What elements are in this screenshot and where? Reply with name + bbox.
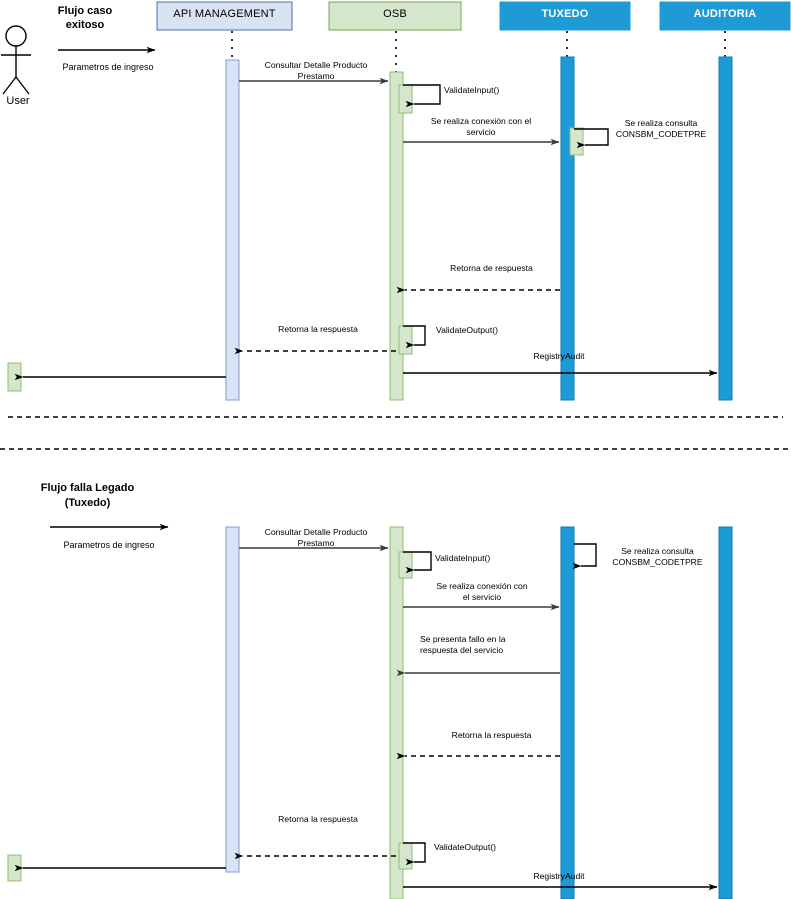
message-label-m1: Consultar Detalle Producto Prestamo bbox=[248, 60, 384, 82]
nested-activation-osb-validateoutput-flow1 bbox=[398, 325, 413, 355]
message-label-n3-line1: Se realiza consulta bbox=[621, 546, 694, 556]
message-arrow-m4-self bbox=[574, 128, 609, 149]
message-label-n6: Retorna la respuesta bbox=[451, 730, 532, 740]
flow-title-falla: Flujo falla Legado (Tuxedo) bbox=[30, 481, 145, 511]
actor-stick-figure bbox=[1, 25, 31, 95]
message-label-m8: RegistryAudit bbox=[533, 351, 585, 361]
message-label-n2: ValidateInput() bbox=[435, 553, 491, 563]
message-label-n5-line2: respuesta del servicio bbox=[420, 645, 504, 655]
message-label-n3-line2: CONSBM_CODETPRE bbox=[612, 557, 703, 567]
lifeline-header-api[interactable] bbox=[156, 1, 293, 31]
lifeline-label-api: API MANAGEMENT bbox=[173, 8, 276, 20]
nested-activation-osb-validateinput-flow1 bbox=[398, 84, 413, 114]
lifeline-label-auditoria: AUDITORIA bbox=[693, 8, 757, 20]
actor-label-user: User bbox=[6, 95, 30, 107]
message-label-n4-line1: Se realiza conexión con bbox=[436, 581, 528, 591]
message-label-n4: Se realiza conexión con el servicio bbox=[412, 581, 552, 603]
message-label-n3: Se realiza consulta CONSBM_CODETPRE bbox=[600, 546, 715, 568]
activation-bar-api-flow2 bbox=[225, 526, 240, 873]
lifeline-label-tuxedo: TUXEDO bbox=[541, 8, 589, 20]
activation-bar-auditoria-flow2 bbox=[718, 526, 733, 899]
message-label-n5: Se presenta fallo en la respuesta del se… bbox=[420, 634, 506, 656]
message-label-n4-line2: el servicio bbox=[462, 592, 502, 602]
message-label-n7: Retorna la respuesta bbox=[278, 814, 358, 824]
message-arrow-n8-self bbox=[403, 842, 426, 866]
nested-activation-osb-validateinput-flow2 bbox=[398, 551, 413, 579]
message-label-m4: Se realiza consulta CONSBM_CODETPRE bbox=[606, 118, 716, 140]
message-arrow-n2-self bbox=[403, 551, 432, 574]
lifeline-header-tuxedo[interactable] bbox=[499, 1, 631, 31]
entry-label-flow1: Parametros de ingreso bbox=[62, 62, 154, 72]
nested-activation-osb-validateoutput-flow2 bbox=[398, 842, 413, 870]
flow-title-exitoso: Flujo caso exitoso bbox=[30, 4, 140, 32]
activation-user-return-flow1 bbox=[7, 362, 22, 392]
message-label-n1: Consultar Detalle Producto Prestamo bbox=[248, 527, 384, 549]
message-label-m6: ValidateOutput() bbox=[436, 325, 498, 335]
activation-bar-tuxedo-flow1 bbox=[560, 56, 575, 401]
message-arrow-m2-self bbox=[403, 84, 441, 108]
message-arrow-n3-self bbox=[572, 543, 597, 570]
activation-bar-auditoria-flow1 bbox=[718, 56, 733, 401]
message-label-m3: Se realiza conexión con el servicio bbox=[404, 116, 558, 138]
message-label-m7: Retorna la respuesta bbox=[278, 324, 358, 334]
message-label-m1-line2: Prestamo bbox=[297, 71, 335, 81]
message-label-m4-line1: Se realiza consulta bbox=[624, 118, 698, 128]
flow-title-exitoso-line1: Flujo caso bbox=[57, 5, 113, 17]
activation-bar-osb-flow2 bbox=[389, 526, 404, 899]
activation-bar-tuxedo-flow2 bbox=[560, 526, 575, 899]
flow-title-exitoso-line2: exitoso bbox=[65, 19, 105, 31]
lifeline-header-osb[interactable] bbox=[328, 1, 462, 31]
nested-activation-tuxedo-consulta-flow1 bbox=[569, 127, 584, 156]
activation-bar-api-flow1 bbox=[225, 59, 240, 401]
message-label-n5-line1: Se presenta fallo en la bbox=[420, 634, 506, 644]
message-label-n9: RegistryAudit bbox=[533, 871, 585, 881]
lifeline-header-auditoria[interactable] bbox=[659, 1, 791, 31]
message-label-m1-line1: Consultar Detalle Producto bbox=[264, 60, 368, 70]
flow-title-falla-line1: Flujo falla Legado bbox=[40, 482, 135, 494]
message-label-m4-line2: CONSBM_CODETPRE bbox=[615, 129, 707, 139]
message-label-m3-line1: Se realiza conexión con el bbox=[430, 116, 532, 126]
message-label-m5: Retorna de respuesta bbox=[450, 263, 533, 273]
message-label-m3-line2: servicio bbox=[466, 127, 496, 137]
entry-label-flow2: Parametros de ingreso bbox=[63, 540, 155, 550]
activation-bar-osb-flow1 bbox=[389, 71, 404, 401]
message-label-n8: ValidateOutput() bbox=[434, 842, 496, 852]
activation-user-return-flow2 bbox=[7, 854, 22, 882]
flow-title-falla-line2: (Tuxedo) bbox=[64, 497, 111, 509]
message-label-m2: ValidateInput() bbox=[444, 85, 500, 95]
message-label-n1-line1: Consultar Detalle Producto bbox=[264, 527, 368, 537]
message-label-n1-line2: Prestamo bbox=[297, 538, 335, 548]
message-arrow-m6-self bbox=[403, 325, 426, 349]
lifeline-label-osb: OSB bbox=[383, 8, 407, 20]
